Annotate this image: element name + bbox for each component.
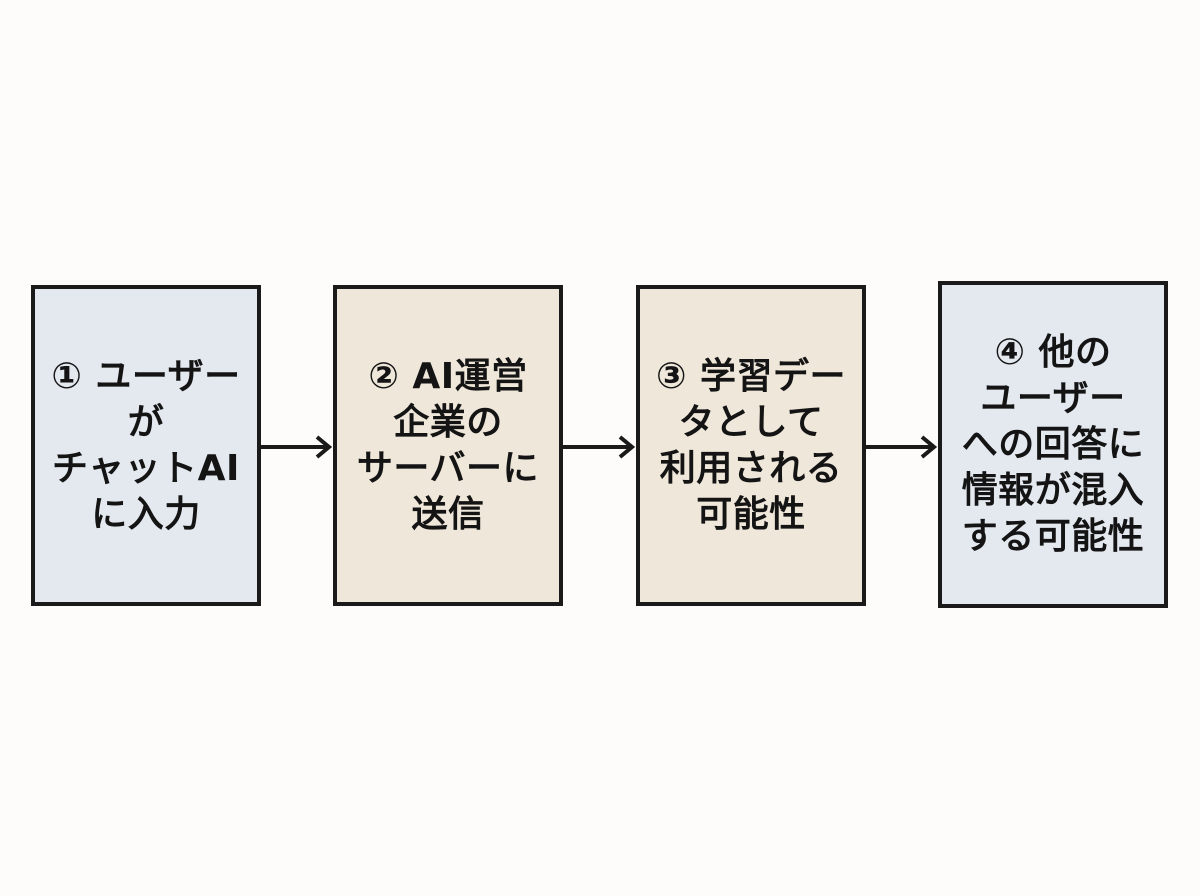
step-2-line-1: ② AI運営	[368, 355, 528, 397]
step-4-box: ④ 他の ユーザー への回答に 情報が混入 する可能性	[938, 281, 1168, 608]
step-4-line-2: ユーザー	[980, 377, 1126, 419]
step-3-line-1: ③ 学習デー	[655, 355, 846, 397]
step-4-line-5: する可能性	[961, 515, 1145, 557]
step-1-line-2: が	[127, 401, 165, 443]
arrow-right-icon	[563, 432, 636, 462]
step-2-line-2: 企業の	[393, 401, 503, 443]
step-3-label: ③ 学習デー タとして 利用される 可能性	[656, 354, 846, 538]
step-1-line-3: チャットAI	[52, 447, 240, 489]
arrow-right-icon	[866, 432, 938, 462]
step-1-line-4: に入力	[91, 493, 201, 535]
step-4-line-1: ④ 他の	[994, 331, 1112, 373]
step-1-label: ① ユーザー が チャットAI に入力	[51, 354, 240, 538]
step-4-line-3: への回答に	[961, 423, 1145, 465]
arrow-right-icon	[261, 432, 333, 462]
step-1-line-1: ① ユーザー	[51, 355, 241, 397]
step-4-line-4: 情報が混入	[961, 469, 1145, 511]
step-3-box: ③ 学習デー タとして 利用される 可能性	[636, 285, 866, 606]
step-3-line-4: 可能性	[696, 493, 806, 535]
step-4-label: ④ 他の ユーザー への回答に 情報が混入 する可能性	[962, 330, 1145, 560]
step-2-box: ② AI運営 企業の サーバーに 送信	[333, 285, 563, 606]
step-2-line-3: サーバーに	[356, 447, 540, 489]
step-1-box: ① ユーザー が チャットAI に入力	[31, 285, 261, 606]
step-3-line-2: タとして	[678, 401, 824, 443]
step-3-line-3: 利用される	[659, 447, 843, 489]
step-2-line-4: 送信	[411, 493, 485, 535]
step-2-label: ② AI運営 企業の サーバーに 送信	[357, 354, 539, 538]
